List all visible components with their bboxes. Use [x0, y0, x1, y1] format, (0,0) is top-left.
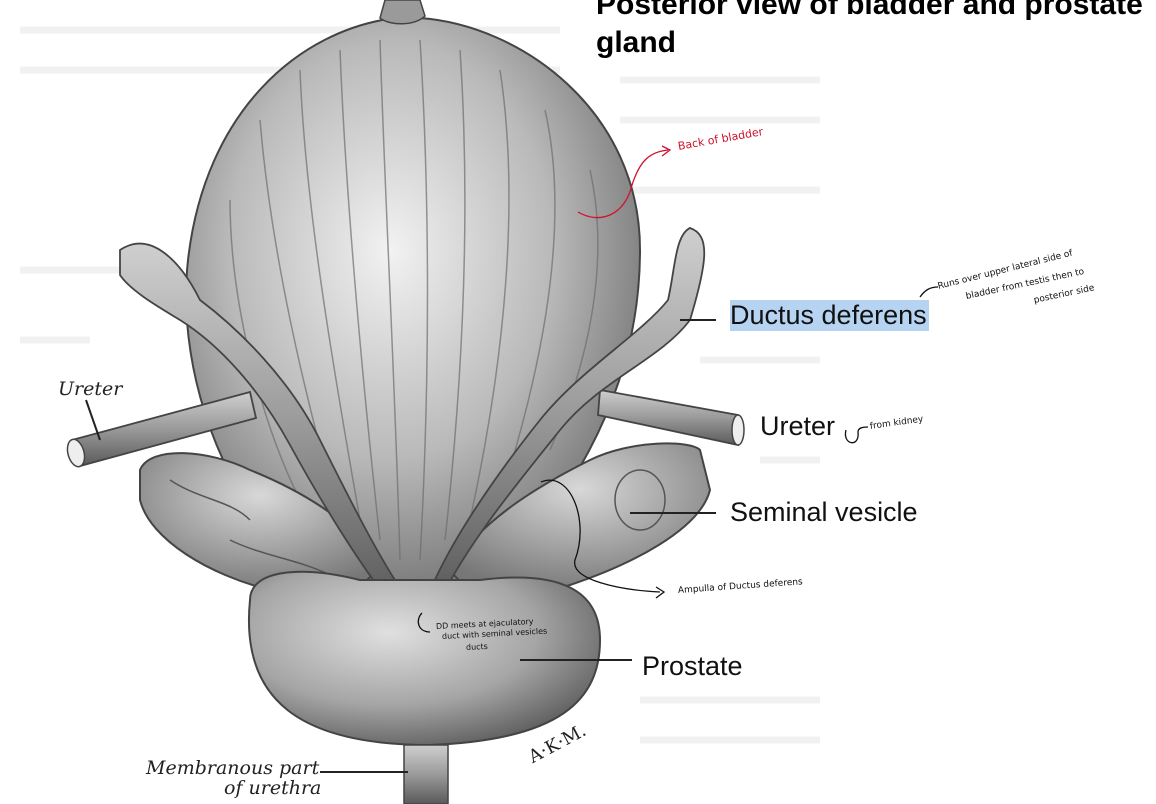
ureter-right [597, 388, 745, 447]
label-ureter-left: Ureter [58, 378, 123, 400]
label-membranous-part: Membranous part [146, 757, 320, 779]
label-seminal-vesicle: Seminal vesicle [730, 497, 918, 527]
ureter-left [66, 390, 258, 468]
label-ductus-deferens: Ductus deferens [730, 300, 929, 331]
label-of-urethra: of urethra [224, 777, 322, 799]
prostate [247, 570, 602, 747]
handwritten-arrows [417, 145, 939, 633]
page-title: Posterior view of bladder and prostate g… [596, 0, 1143, 59]
label-prostate: Prostate [642, 651, 743, 681]
membranous-urethra [403, 744, 449, 804]
leader-lines [85, 319, 716, 773]
label-ureter-right: Ureter [760, 411, 836, 441]
note-dd-meets-line3: ducts [465, 641, 489, 652]
